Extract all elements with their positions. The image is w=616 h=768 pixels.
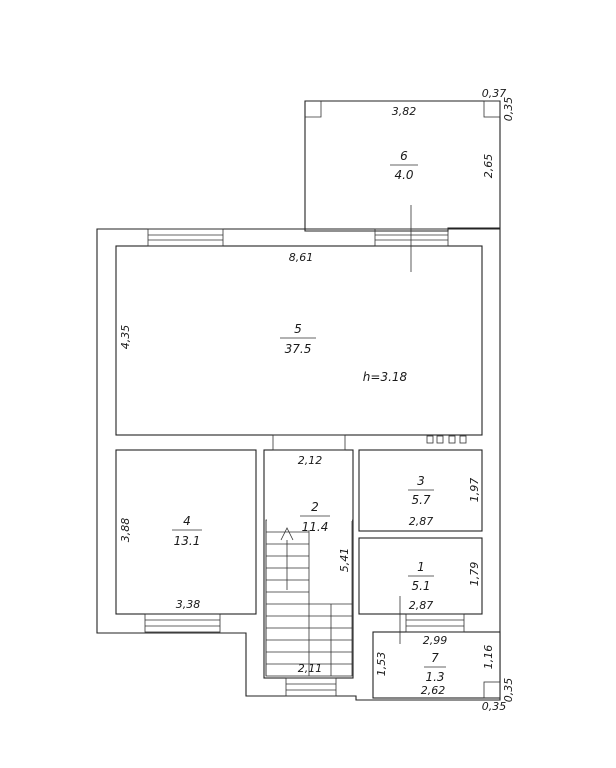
ceiling-height: h=3.18 xyxy=(363,370,408,384)
window-top-right xyxy=(374,228,449,247)
balcony-outline xyxy=(304,100,501,232)
dim-2-99: 2,99 xyxy=(423,634,448,647)
dim-0-37: 0,37 xyxy=(482,87,507,100)
door-opening xyxy=(272,434,346,451)
room-7-number: 7 xyxy=(431,651,439,665)
label-room-7: 7 1.3 xyxy=(424,651,446,684)
room-4-number: 4 xyxy=(183,514,191,528)
dim-2-12: 2,12 xyxy=(298,454,323,467)
window-bottom xyxy=(285,677,337,697)
dim-3-88: 3,88 xyxy=(119,518,132,543)
dim-0-35-top: 0,35 xyxy=(502,97,515,122)
dim-5-41: 5,41 xyxy=(338,548,351,573)
dim-1-97: 1,97 xyxy=(468,478,481,503)
window-room-1 xyxy=(405,613,465,633)
room-6-area: 4.0 xyxy=(394,168,413,182)
dim-0-35-right: 0,35 xyxy=(502,678,515,703)
window-top-left xyxy=(147,228,224,247)
dim-3-82: 3,82 xyxy=(392,105,417,118)
dim-1-16: 1,16 xyxy=(482,645,495,670)
staircase xyxy=(265,519,353,677)
dim-4-35: 4,35 xyxy=(119,325,132,350)
room-1-area: 5.1 xyxy=(411,579,430,593)
room-3-number: 3 xyxy=(417,474,425,488)
dim-2-65: 2,65 xyxy=(482,154,495,179)
dim-3-38: 3,38 xyxy=(176,598,201,611)
room-5-area: 37.5 xyxy=(285,342,312,356)
room-5 xyxy=(115,245,483,436)
dim-1-79: 1,79 xyxy=(468,562,481,587)
room-4-area: 13.1 xyxy=(174,534,201,548)
dim-2-87-a: 2,87 xyxy=(409,515,434,528)
corner-post xyxy=(483,100,501,118)
label-room-2: 2 11.4 xyxy=(300,500,330,534)
dim-2-87-b: 2,87 xyxy=(409,599,434,612)
radiator-marks xyxy=(426,435,467,444)
label-room-3: 3 5.7 xyxy=(408,474,434,507)
room-7 xyxy=(372,631,501,699)
dim-2-11: 2,11 xyxy=(298,662,323,675)
room-7-area: 1.3 xyxy=(425,670,444,684)
room-3-area: 5.7 xyxy=(411,493,430,507)
room-4 xyxy=(115,449,257,615)
room-2-area: 11.4 xyxy=(302,520,329,534)
room-1-number: 1 xyxy=(417,560,425,574)
room-3 xyxy=(358,449,483,532)
dim-1-53: 1,53 xyxy=(375,652,388,677)
dim-8-61: 8,61 xyxy=(289,251,314,264)
label-room-4: 4 13.1 xyxy=(172,514,202,548)
window-room-4 xyxy=(144,613,221,633)
dim-2-62: 2,62 xyxy=(421,684,446,697)
room-2-number: 2 xyxy=(311,500,319,514)
corner-mark xyxy=(305,101,322,118)
room-6-number: 6 xyxy=(400,149,408,163)
corner-post-bottom xyxy=(483,681,501,699)
outer-wall xyxy=(96,228,501,701)
label-room-1: 1 5.1 xyxy=(408,560,434,593)
room-5-number: 5 xyxy=(294,322,302,336)
label-room-6: 6 4.0 xyxy=(390,149,418,182)
label-room-5: 5 37.5 xyxy=(280,322,316,356)
dim-0-35-bottom: 0,35 xyxy=(482,700,507,713)
